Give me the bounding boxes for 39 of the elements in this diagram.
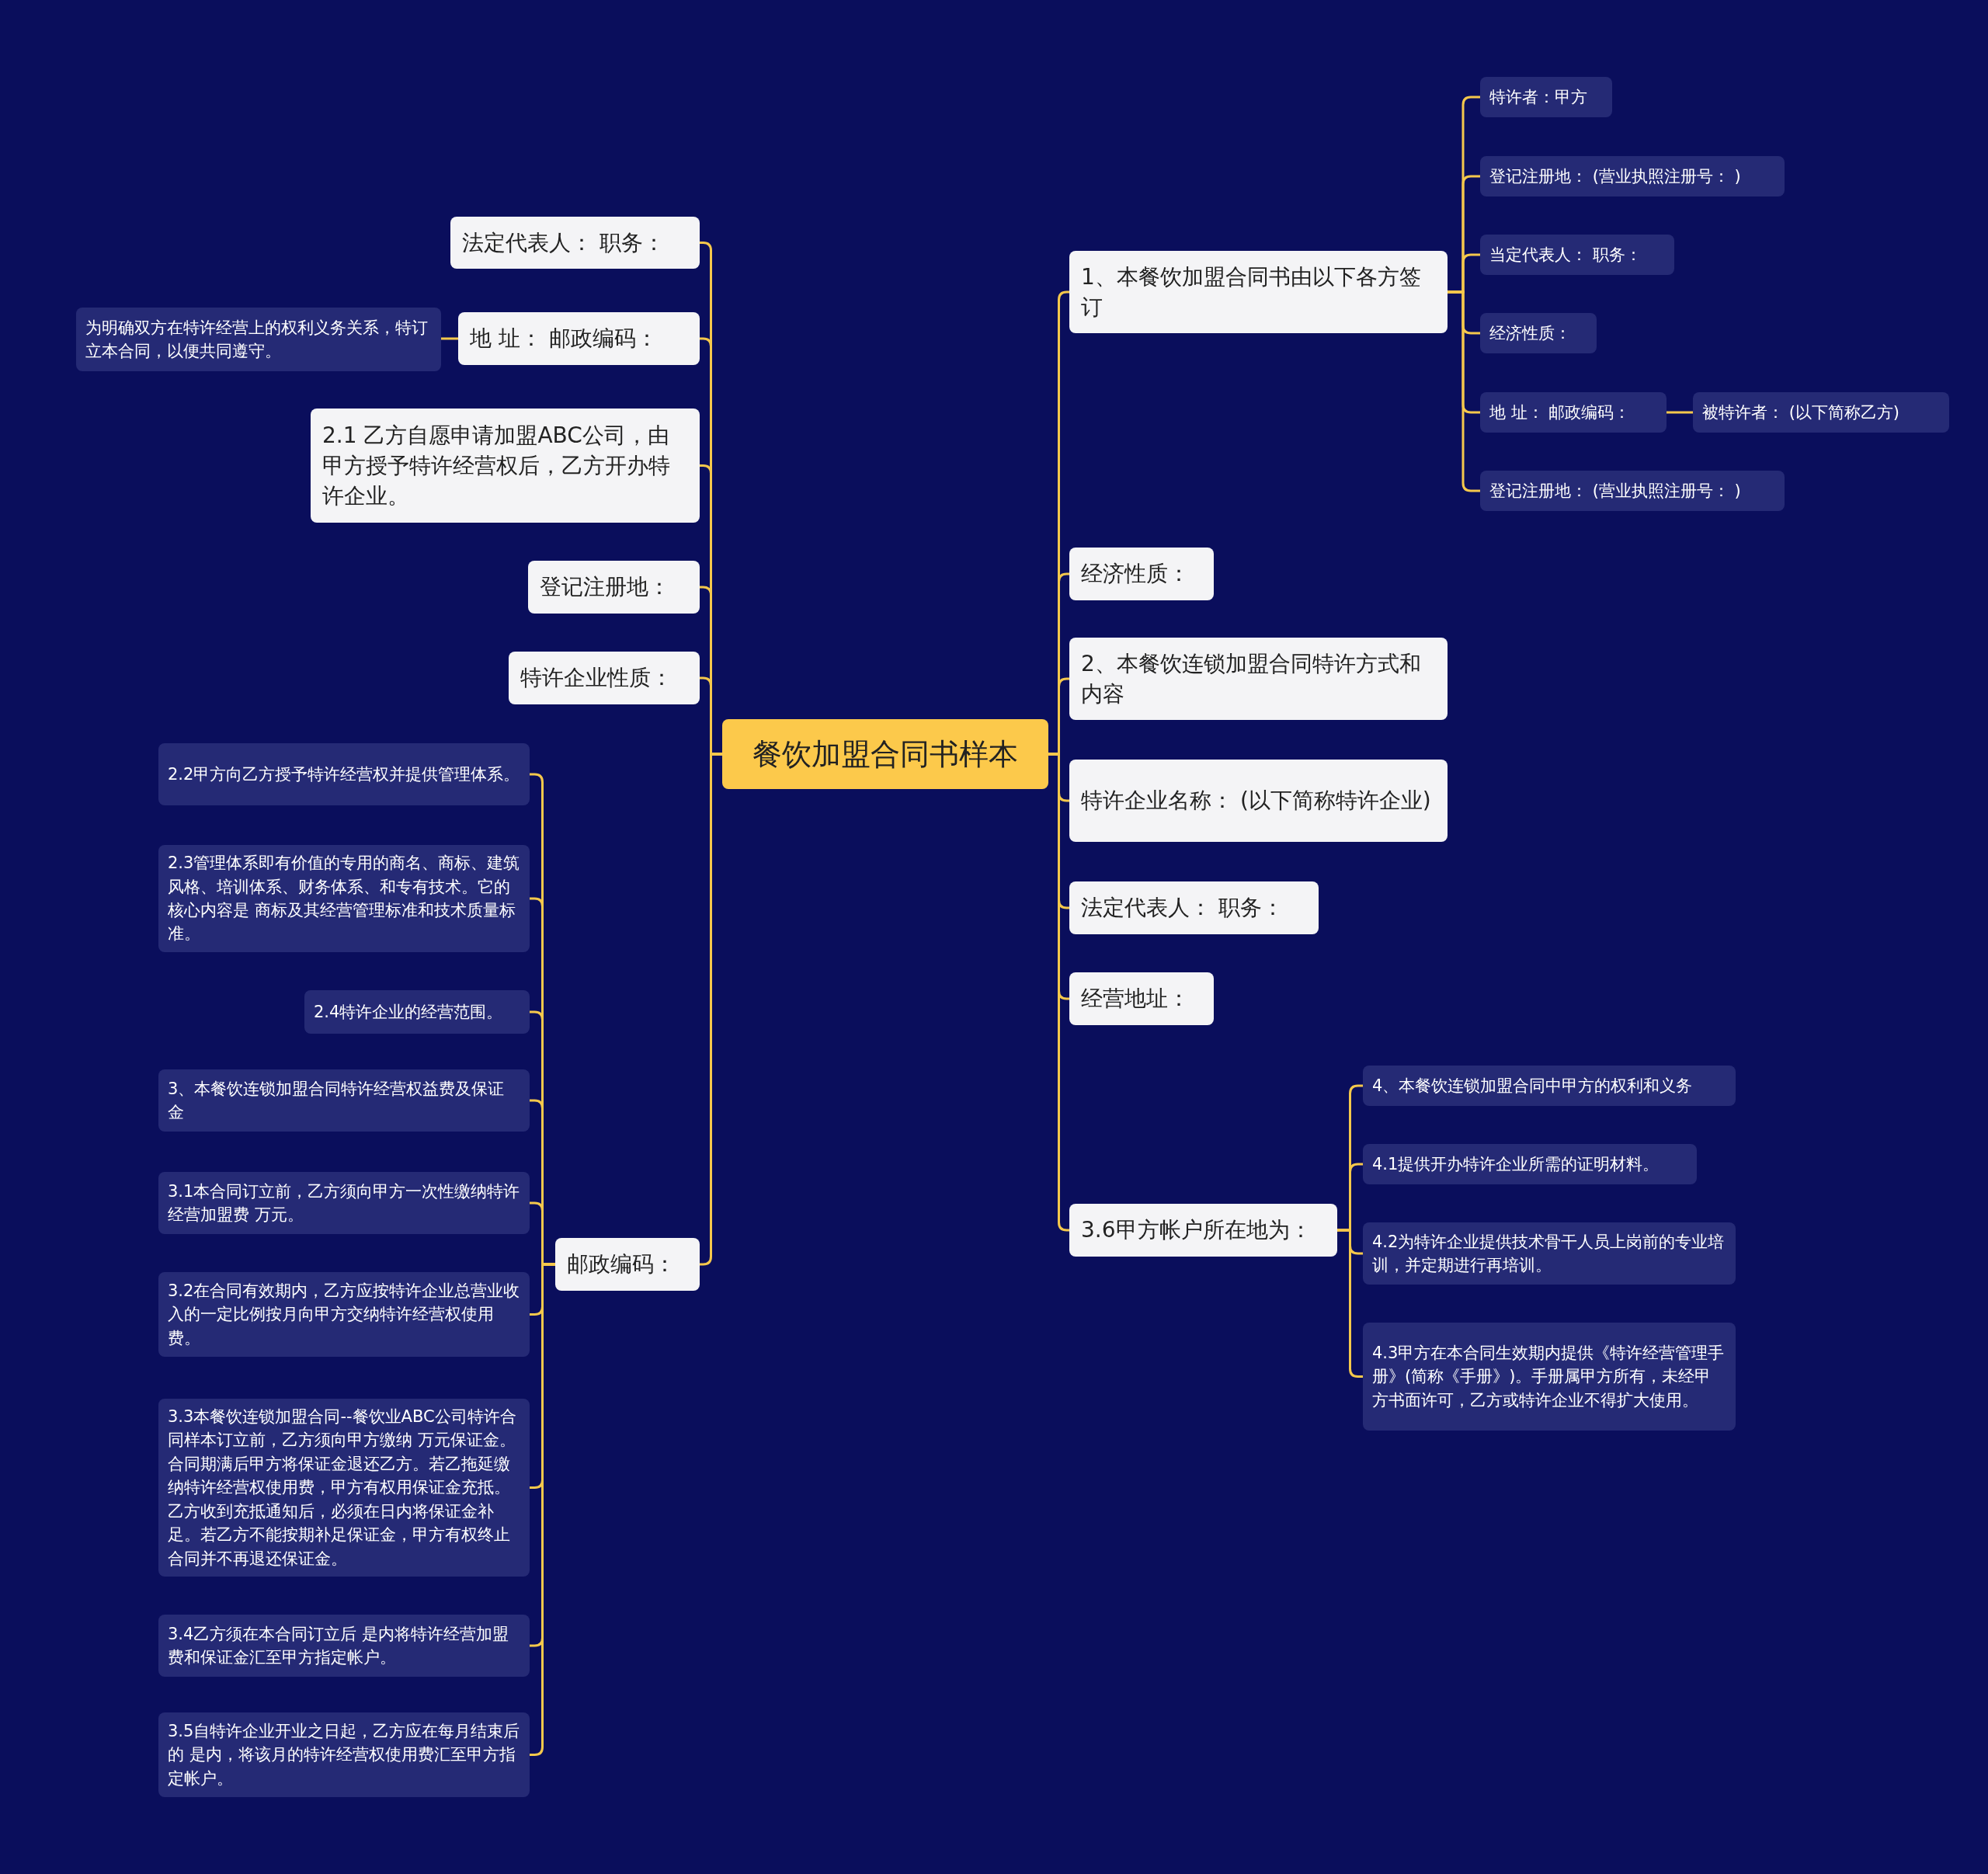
subtopic-box: 2.3管理体系即有价值的专用的商名、商标、建筑风格、培训体系、财务体系、和专有技术。它的核心内容是 商标及其经营管理标准和技术质量标准。	[158, 845, 530, 952]
topic-box: 法定代表人： 职务：	[1069, 881, 1319, 934]
subtopic-box: 4.1提供开办特许企业所需的证明材料。	[1363, 1144, 1697, 1184]
topic-box: 特许企业名称： (以下简称特许企业)	[1069, 760, 1448, 842]
subtopic-box: 2.2甲方向乙方授予特许经营权并提供管理体系。	[158, 743, 530, 805]
topic-box: 经营地址：	[1069, 972, 1214, 1025]
subtopic-box: 4、本餐饮连锁加盟合同中甲方的权利和义务	[1363, 1066, 1736, 1106]
topic-box: 登记注册地：	[528, 561, 700, 614]
subtopic-box: 3.2在合同有效期内，乙方应按特许企业总营业收入的一定比例按月向甲方交纳特许经营权使用费。	[158, 1272, 530, 1357]
subtopic-box: 3.3本餐饮连锁加盟合同--餐饮业ABC公司特许合同样本订立前，乙方须向甲方缴纳 万元保证金。合同期满后甲方将保证金退还乙方。若乙拖延缴纳特许经营权使用费，甲方有权用保证金充抵。乙方收到充抵通知后，必须在日内将保证金补足。若乙方不能按期补足保证金，甲方有权终止合同并不再退还保证金。	[158, 1399, 530, 1577]
subtopic-box: 3.5自特许企业开业之日起，乙方应在每月结束后的 是内，将该月的特许经营权使用费汇至甲方指定帐户。	[158, 1712, 530, 1797]
connector-line	[441, 337, 458, 340]
subtopic-box: 3.4乙方须在本合同订立后 是内将特许经营加盟费和保证金汇至甲方指定帐户。	[158, 1615, 530, 1677]
topic-box: 1、本餐饮加盟合同书由以下各方签订	[1069, 251, 1448, 333]
connector-line	[1448, 290, 1480, 492]
subtopic-box: 3.1本合同订立前，乙方须向甲方一次性缴纳特许经营加盟费 万元。	[158, 1172, 530, 1234]
subtopic-box: 地 址： 邮政编码：	[1480, 392, 1667, 433]
subtopic-box: 为明确双方在特许经营上的权利义务关系，特订立本合同，以便共同遵守。	[76, 308, 441, 371]
topic-box: 3.6甲方帐户所在地为：	[1069, 1204, 1337, 1257]
topic-box: 地 址： 邮政编码：	[458, 312, 700, 365]
connector-line	[1667, 411, 1693, 414]
topic-box: 2.1 乙方自愿申请加盟ABC公司，由甲方授予特许经营权后，乙方开办特许企业。	[311, 409, 700, 523]
connector-line	[1337, 1229, 1363, 1378]
topic-box: 邮政编码：	[555, 1238, 700, 1291]
subtopic-box: 被特许者： (以下简称乙方)	[1693, 392, 1949, 433]
topic-box: 经济性质：	[1069, 548, 1214, 600]
central-topic-box: 餐饮加盟合同书样本	[722, 719, 1048, 789]
subtopic-box: 经济性质：	[1480, 313, 1597, 353]
subtopic-box: 当定代表人： 职务：	[1480, 235, 1674, 275]
subtopic-box: 3、本餐饮连锁加盟合同特许经营权益费及保证金	[158, 1069, 530, 1132]
subtopic-box: 4.2为特许企业提供技术骨干人员上岗前的专业培训，并定期进行再培训。	[1363, 1222, 1736, 1285]
subtopic-box: 登记注册地： (营业执照注册号： )	[1480, 471, 1785, 511]
topic-box: 法定代表人： 职务：	[450, 217, 700, 269]
subtopic-box: 2.4特许企业的经营范围。	[304, 990, 530, 1034]
topic-box: 2、本餐饮连锁加盟合同特许方式和内容	[1069, 638, 1448, 720]
subtopic-box: 4.3甲方在本合同生效期内提供《特许经营管理手册》(简称《手册》)。手册属甲方所有，未经甲方书面许可，乙方或特许企业不得扩大使用。	[1363, 1323, 1736, 1431]
subtopic-box: 登记注册地： (营业执照注册号： )	[1480, 156, 1785, 196]
topic-box: 特许企业性质：	[509, 652, 700, 704]
subtopic-box: 特许者：甲方	[1480, 77, 1612, 117]
